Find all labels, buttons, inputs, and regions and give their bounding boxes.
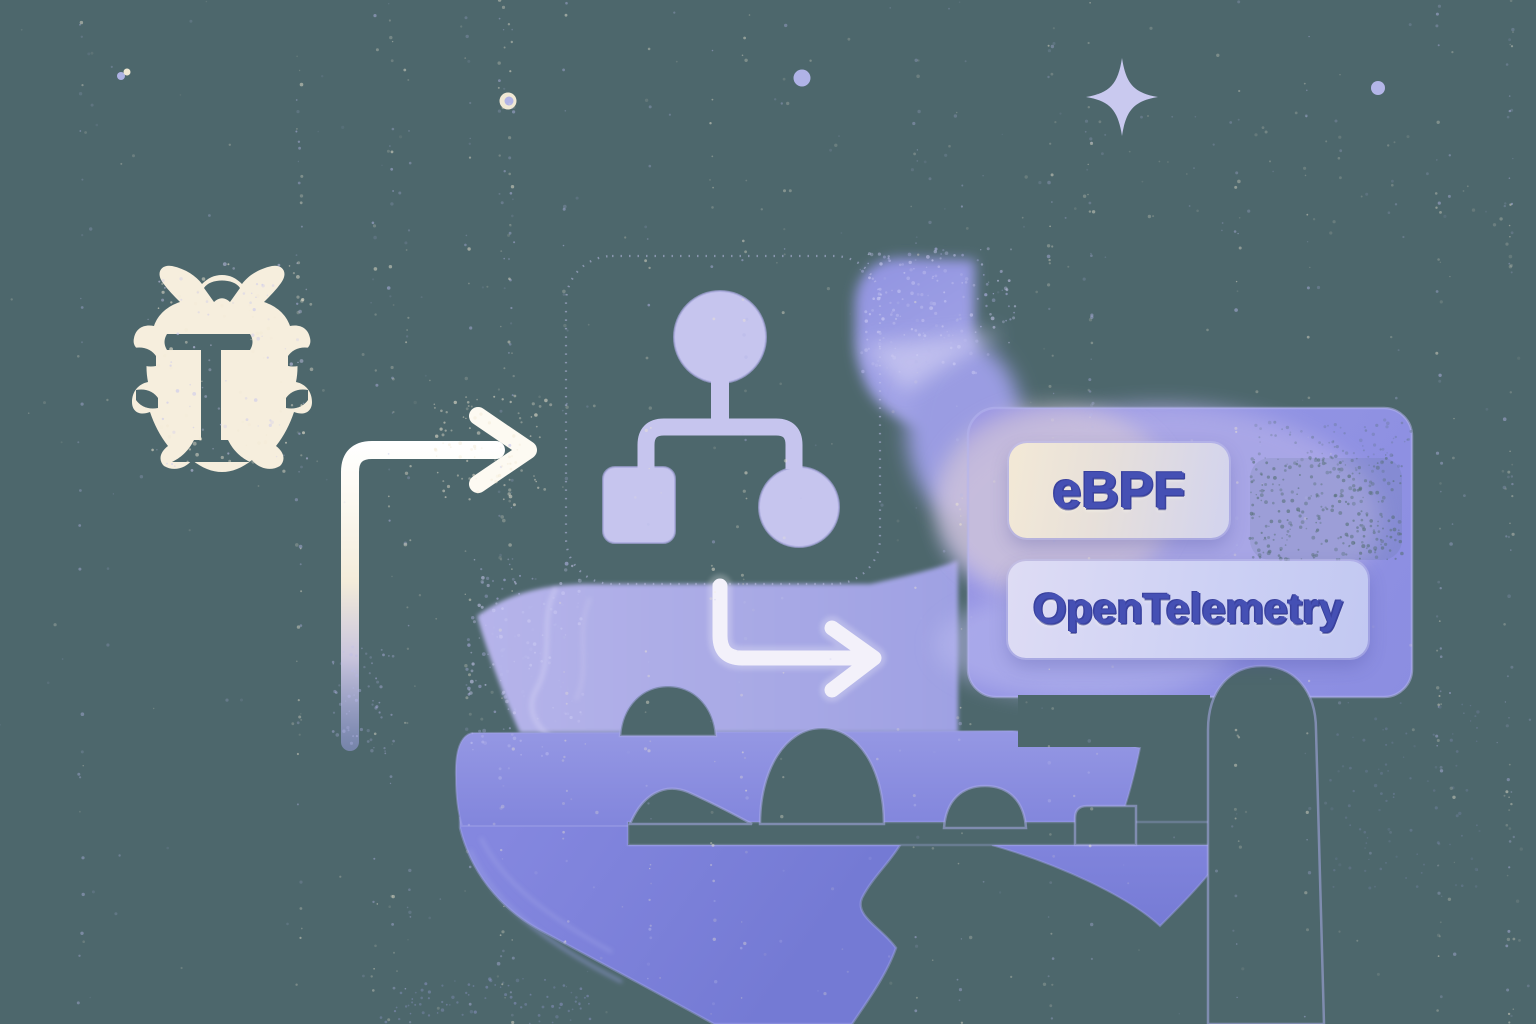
arrow-right-icon bbox=[341, 407, 537, 751]
road-path bbox=[458, 816, 903, 1024]
screen-noise-patch bbox=[1250, 458, 1402, 560]
head-silhouette-2 bbox=[758, 726, 886, 826]
crowd-silhouettes bbox=[618, 664, 1326, 1024]
decorative-dots bbox=[117, 68, 1385, 110]
bug-leg-notch-right1 bbox=[288, 347, 310, 367]
bug-antenna-gap bbox=[204, 280, 240, 302]
bug-t-crossbar bbox=[164, 334, 253, 350]
head-silhouette-front bbox=[1206, 664, 1326, 1024]
dot-small-left bbox=[117, 72, 125, 80]
ebpf-label: eBPF bbox=[1009, 443, 1229, 538]
arrow-elbow-icon bbox=[708, 574, 886, 702]
flowchart-left-node bbox=[602, 466, 676, 544]
opentelemetry-label: OpenTelemetry bbox=[1008, 561, 1368, 658]
shoulder-wave bbox=[628, 787, 753, 826]
dot-lavender-2 bbox=[1371, 81, 1385, 95]
flowchart-stem bbox=[711, 379, 729, 429]
bug-leg-notch-right2 bbox=[286, 389, 308, 409]
head-silhouette-1 bbox=[618, 684, 718, 738]
flowchart-connector bbox=[637, 418, 803, 470]
bug-leg-notch-left1 bbox=[134, 347, 156, 367]
flowchart-right-node bbox=[758, 466, 840, 548]
bug-anchor-foot bbox=[172, 440, 250, 462]
under-screen-gap bbox=[1018, 695, 1210, 747]
bug-icon bbox=[132, 265, 312, 472]
bug-leg-notch-left2 bbox=[136, 389, 158, 409]
dot-lavender-1 bbox=[793, 69, 811, 87]
flowchart-frame bbox=[564, 254, 882, 586]
flowchart-icon bbox=[564, 254, 882, 586]
slot-gap bbox=[626, 820, 1234, 847]
head-silhouette-3 bbox=[942, 784, 1028, 830]
trapezoid-notch bbox=[1073, 804, 1138, 847]
bug-t-stem bbox=[201, 350, 221, 442]
flowchart-top-node bbox=[673, 290, 767, 384]
sparkle-star-icon bbox=[1086, 58, 1158, 136]
